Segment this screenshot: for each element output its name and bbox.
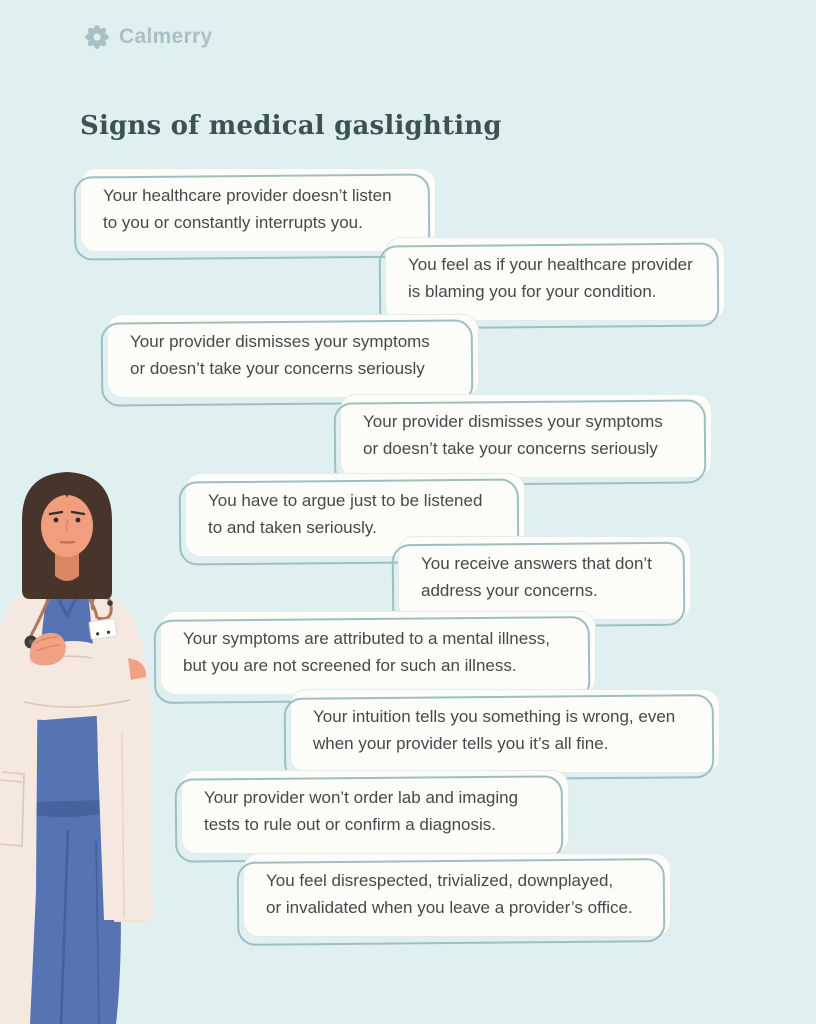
doctor-illustration [0,462,200,1024]
statement-text: Your provider won’t order lab and imagin… [204,788,519,834]
statement-text: Your intuition tells you something is wr… [313,707,676,753]
statement-bubble: You feel as if your healthcare provider … [385,237,725,321]
statement-bubble: Your symptoms are attributed to a mental… [160,611,596,695]
statement-text: Your healthcare provider doesn’t listen … [103,186,392,232]
statement-bubble: Your provider won’t order lab and imagin… [181,770,569,854]
statement-text: Your provider dismisses your symptoms or… [363,412,663,458]
statement-bubble: Your provider dismisses your symptoms or… [340,394,712,478]
statement-text: You feel as if your healthcare provider … [408,255,693,301]
statement-text: Your symptoms are attributed to a mental… [183,629,550,675]
page-title: Signs of medical gaslighting [80,111,502,142]
statement-bubble: You receive answers that don’t address y… [398,536,691,620]
statement-bubble: You feel disrespected, trivialized, down… [243,853,671,937]
statement-text: You have to argue just to be listened to… [208,491,483,537]
brand-wordmark: Calmerry [119,25,213,48]
brand-logo: Calmerry [84,24,212,50]
flower-gear-icon [84,24,110,50]
statement-bubble: Your provider dismisses your symptoms or… [107,314,479,398]
statement-text: You receive answers that don’t address y… [421,554,652,600]
statement-text: Your provider dismisses your symptoms or… [130,332,430,378]
statement-bubble: Your intuition tells you something is wr… [290,689,720,773]
statement-bubble: Your healthcare provider doesn’t listen … [80,168,436,252]
statement-text: You feel disrespected, trivialized, down… [266,871,633,917]
